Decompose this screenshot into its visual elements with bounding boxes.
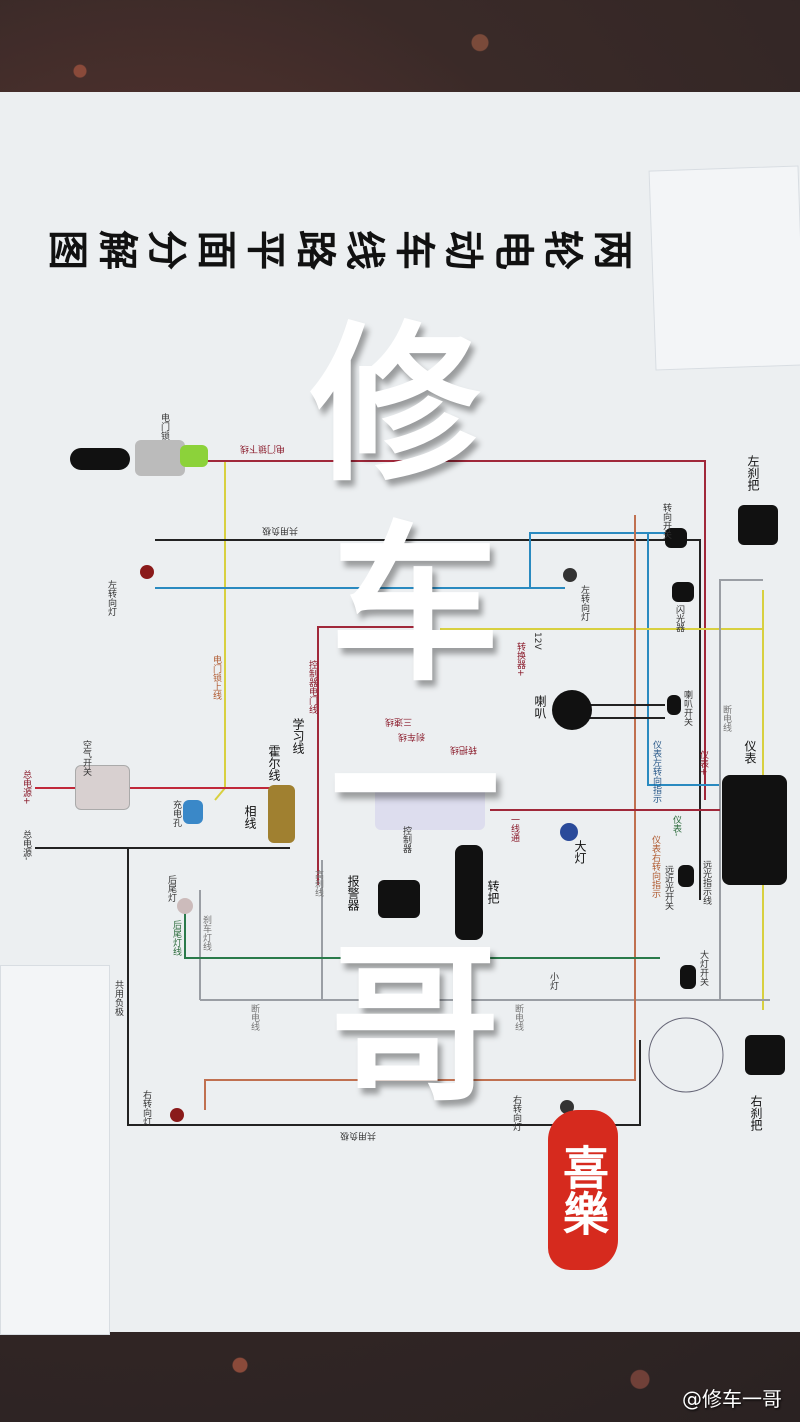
left-turn-lamp-label-1: 左转向灯	[106, 580, 116, 616]
ignition-lock-cylinder	[135, 440, 185, 476]
ignition-upper-wire	[214, 462, 226, 801]
flasher	[672, 582, 694, 602]
one-wire-label: 一线通	[509, 815, 519, 842]
ignition-key[interactable]	[70, 448, 130, 470]
turn-switch[interactable]	[665, 528, 687, 548]
horn	[552, 690, 592, 730]
hall-wire-label: 霍尔线	[267, 745, 281, 781]
dimmer-detail-circle	[648, 1017, 724, 1093]
horn-switch-label: 喇叭开关	[682, 690, 692, 726]
controller-box	[375, 780, 485, 830]
throttle-grip[interactable]	[455, 845, 483, 940]
turn-switch-label: 转向开关	[661, 503, 671, 539]
meter-display	[722, 775, 787, 885]
voltage-label: 12V	[532, 632, 542, 650]
ignition-lock-cap	[180, 445, 208, 467]
controller-label: 控制器	[401, 826, 411, 853]
power-cut-wire-label-2: 断电线	[249, 1004, 259, 1031]
horn-label: 喇叭	[533, 695, 547, 719]
watermark-char: 哥	[330, 925, 501, 1125]
headlight-switch[interactable]	[680, 965, 696, 989]
red-seal-stamp: 喜樂	[548, 1110, 618, 1270]
ignition-lower-wire-label: 电门锁下线	[240, 443, 286, 453]
charge-port-label: 充电孔	[171, 800, 181, 827]
high-brake-wire-label: 高刹线	[313, 870, 323, 897]
right-turn-lamp-label-2: 右转向灯	[511, 1095, 521, 1131]
orange-right-turn	[204, 515, 636, 1110]
tail-lamp-bulb	[177, 898, 193, 914]
alarm-box	[378, 880, 420, 918]
power-cut-wire-label-3: 断电线	[513, 1004, 523, 1031]
controller-ignition-wire-label: 控制器电门线	[307, 660, 317, 714]
meter-left-indicator	[647, 533, 720, 786]
common-negative-label-1: 共用负极	[262, 525, 299, 535]
watermark-char: 车	[330, 505, 501, 705]
meter-right-indicator-label: 仪表右转向指示	[650, 835, 660, 898]
phase-wire-terminal	[268, 785, 295, 843]
left-turn-blue	[155, 532, 665, 589]
small-lamp-label: 小灯	[548, 972, 558, 990]
meter-label: 仪表	[743, 740, 757, 764]
left-brake-label: 左刹把	[746, 455, 760, 491]
main-power-minus-label: 总电源-	[21, 830, 31, 861]
power-cut-gray	[199, 579, 770, 1001]
common-negative-top	[155, 539, 701, 900]
watermark-char: 一	[330, 690, 501, 890]
dimmer-switch[interactable]	[678, 865, 694, 887]
headlight-bulb	[560, 823, 578, 841]
dimmer-switch-label: 远近光开关	[663, 865, 673, 910]
high-beam-indicator-label: 远光指示线	[701, 860, 711, 905]
right-brake-lever[interactable]	[745, 1035, 785, 1075]
air-switch-label: 空气开关	[81, 740, 91, 776]
flasher-label: 闪光器	[674, 605, 684, 632]
brake-lamp-wire-label: 刹车灯线	[201, 915, 211, 951]
controller-ignition-wire	[317, 626, 420, 885]
sticky-note-bottom	[0, 965, 110, 1335]
throttle-label: 转把	[486, 880, 500, 904]
watermark-char: 修	[310, 305, 481, 505]
learn-wire-label: 学习线	[291, 718, 305, 754]
right-turn-lamp-label-1: 右转向灯	[141, 1090, 151, 1126]
meter-plus-label: 仪表+	[698, 750, 708, 776]
common-negative-label-3: 共用负极	[340, 1130, 377, 1140]
converter-label: 转换器+	[515, 642, 525, 677]
ignition-lock-label: 电门锁	[159, 413, 169, 440]
left-turn-lamp-label-2: 左转向灯	[579, 585, 589, 621]
right-turn-lamp-bulb-1	[170, 1108, 184, 1122]
author-watermark: @修车一哥	[682, 1387, 782, 1411]
tail-lamp-wire-label: 后尾灯线	[171, 920, 181, 956]
left-turn-lamp-bulb-2	[563, 568, 577, 582]
power-cut-wire-label-1: 断电线	[721, 705, 731, 732]
green-tail-wire	[184, 905, 660, 959]
horn-switch[interactable]	[667, 695, 681, 715]
common-negative-left	[127, 848, 641, 1126]
left-brake-lever[interactable]	[738, 505, 778, 545]
headlight-label: 大灯	[573, 840, 587, 864]
horn-wire	[578, 704, 665, 719]
headlight-switch-label: 大灯开关	[698, 950, 708, 986]
right-brake-label: 右刹把	[749, 1095, 763, 1131]
alarm-label: 报警器	[346, 875, 360, 911]
air-switch[interactable]	[75, 765, 130, 810]
ignition-upper-wire-label: 电门锁上线	[211, 655, 221, 700]
charge-port	[183, 800, 203, 824]
tail-lamp-label: 后尾灯	[166, 875, 176, 902]
left-turn-lamp-bulb-1	[140, 565, 154, 579]
meter-minus-label: 仪表-	[671, 815, 681, 837]
main-power-plus-label: 总电源+	[21, 770, 31, 805]
meter-left-indicator-label: 仪表左转向指示	[651, 740, 661, 803]
phase-wire-label: 相线	[243, 805, 257, 829]
common-negative-label-2: 共用负极	[113, 980, 123, 1016]
ignition-lower-wire	[205, 460, 706, 800]
